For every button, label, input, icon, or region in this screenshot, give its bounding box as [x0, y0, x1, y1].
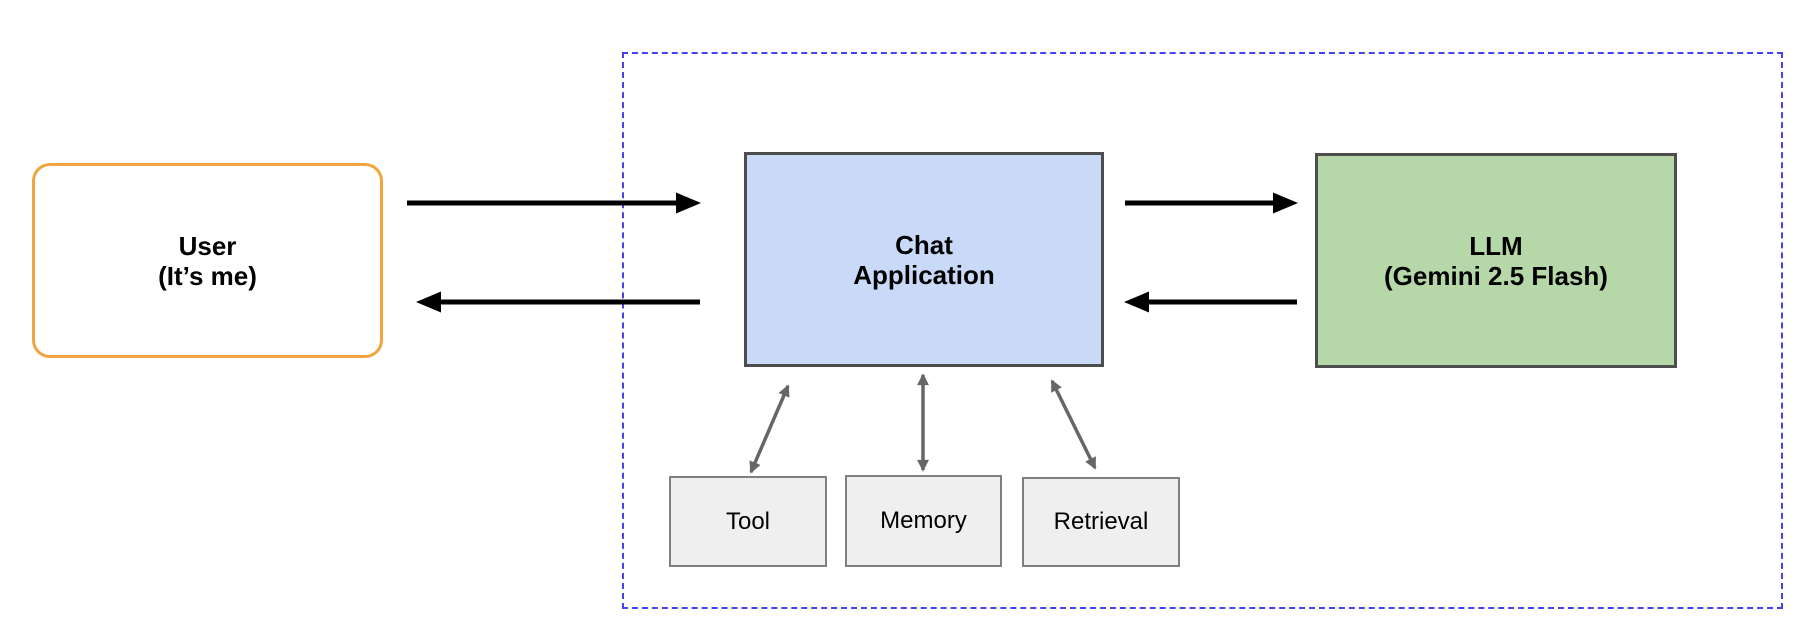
chat-application-node: Chat Application [744, 152, 1104, 367]
llm-label-line1: LLM [1469, 230, 1523, 261]
user-node: User (It’s me) [32, 163, 383, 358]
user-node-label-line2: (It’s me) [158, 260, 257, 291]
tool-node: Tool [669, 476, 827, 567]
memory-node-label: Memory [880, 507, 967, 534]
user-node-label-line1: User [178, 230, 237, 261]
tool-node-label: Tool [725, 507, 771, 535]
chat-application-label-line1: Chat [895, 229, 953, 260]
chat-application-label-line2: Application [853, 259, 995, 290]
llm-node: LLM (Gemini 2.5 Flash) [1315, 153, 1677, 368]
system-boundary-box [622, 52, 1783, 609]
llm-label-line2: (Gemini 2.5 Flash) [1384, 260, 1608, 291]
retrieval-node: Retrieval [1022, 477, 1180, 567]
retrieval-node-label: Retrieval [1053, 508, 1149, 535]
memory-node: Memory [845, 475, 1002, 567]
